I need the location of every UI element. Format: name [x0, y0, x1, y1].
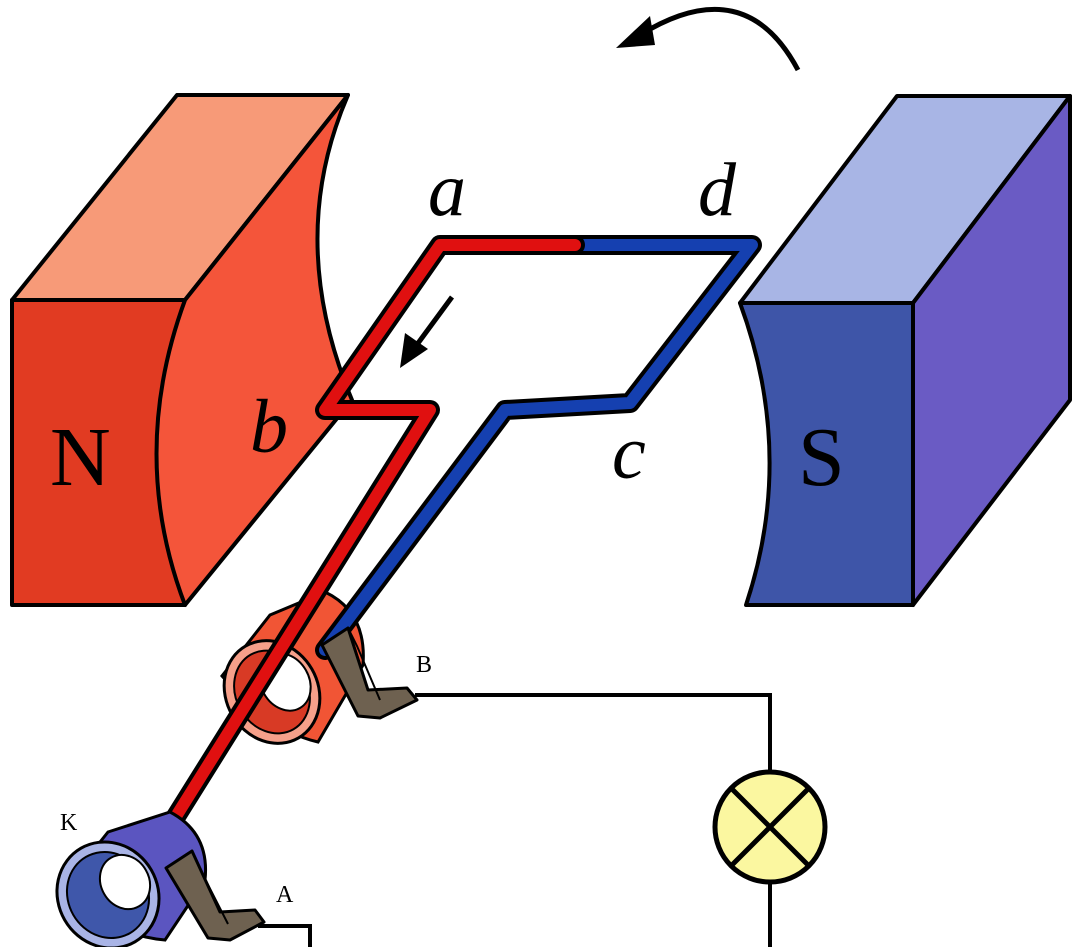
coil-corner-d: d: [698, 148, 737, 232]
coil: [120, 235, 762, 900]
south-magnet: S: [738, 94, 1072, 607]
north-pole-label: N: [50, 411, 111, 504]
wire-from-brush-a: [258, 924, 312, 947]
brush-b-label: B: [416, 652, 432, 678]
coil-corner-c: c: [612, 411, 646, 495]
south-pole-label: S: [798, 411, 845, 504]
slip-ring-near-label: K: [60, 810, 78, 836]
brush-a: A: [164, 849, 294, 942]
coil-wire-blue: [319, 239, 758, 656]
brush-b: B: [320, 626, 432, 720]
rotation-direction-arrow: [616, 6, 801, 72]
wire-from-brush-b: [415, 693, 772, 772]
external-circuit: [258, 693, 772, 947]
coil-corner-a: a: [428, 148, 466, 232]
south-magnet-front: [738, 301, 915, 607]
slip-ring-near: K: [55, 810, 208, 947]
brush-a-label: A: [276, 882, 294, 908]
coil-wire-red: [124, 239, 581, 896]
current-direction-arrow: [400, 295, 455, 368]
north-magnet: N: [10, 93, 354, 607]
lamp-icon: [712, 769, 828, 885]
coil-corner-b: b: [250, 385, 288, 469]
